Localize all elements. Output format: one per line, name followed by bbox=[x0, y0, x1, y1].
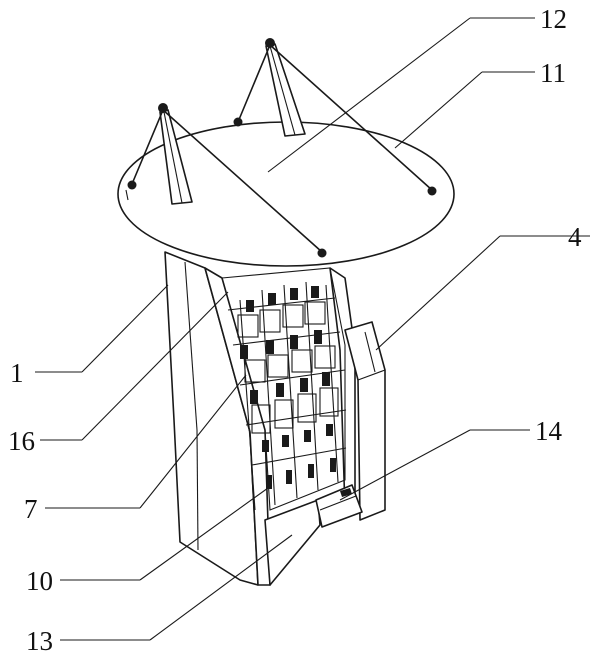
reference-numbers: 12 11 4 1 16 14 7 10 13 bbox=[8, 4, 582, 656]
label-16: 16 bbox=[8, 426, 35, 456]
label-10: 10 bbox=[26, 566, 53, 596]
label-7: 7 bbox=[24, 494, 38, 524]
label-12: 12 bbox=[540, 4, 567, 34]
tool-holder-grid bbox=[221, 267, 347, 511]
label-13: 13 bbox=[26, 626, 53, 656]
label-14: 14 bbox=[535, 416, 563, 446]
label-4: 4 bbox=[568, 222, 582, 252]
leader-lines bbox=[35, 17, 590, 641]
label-1: 1 bbox=[10, 358, 24, 388]
support-posts bbox=[127, 38, 437, 258]
label-11: 11 bbox=[540, 58, 566, 88]
